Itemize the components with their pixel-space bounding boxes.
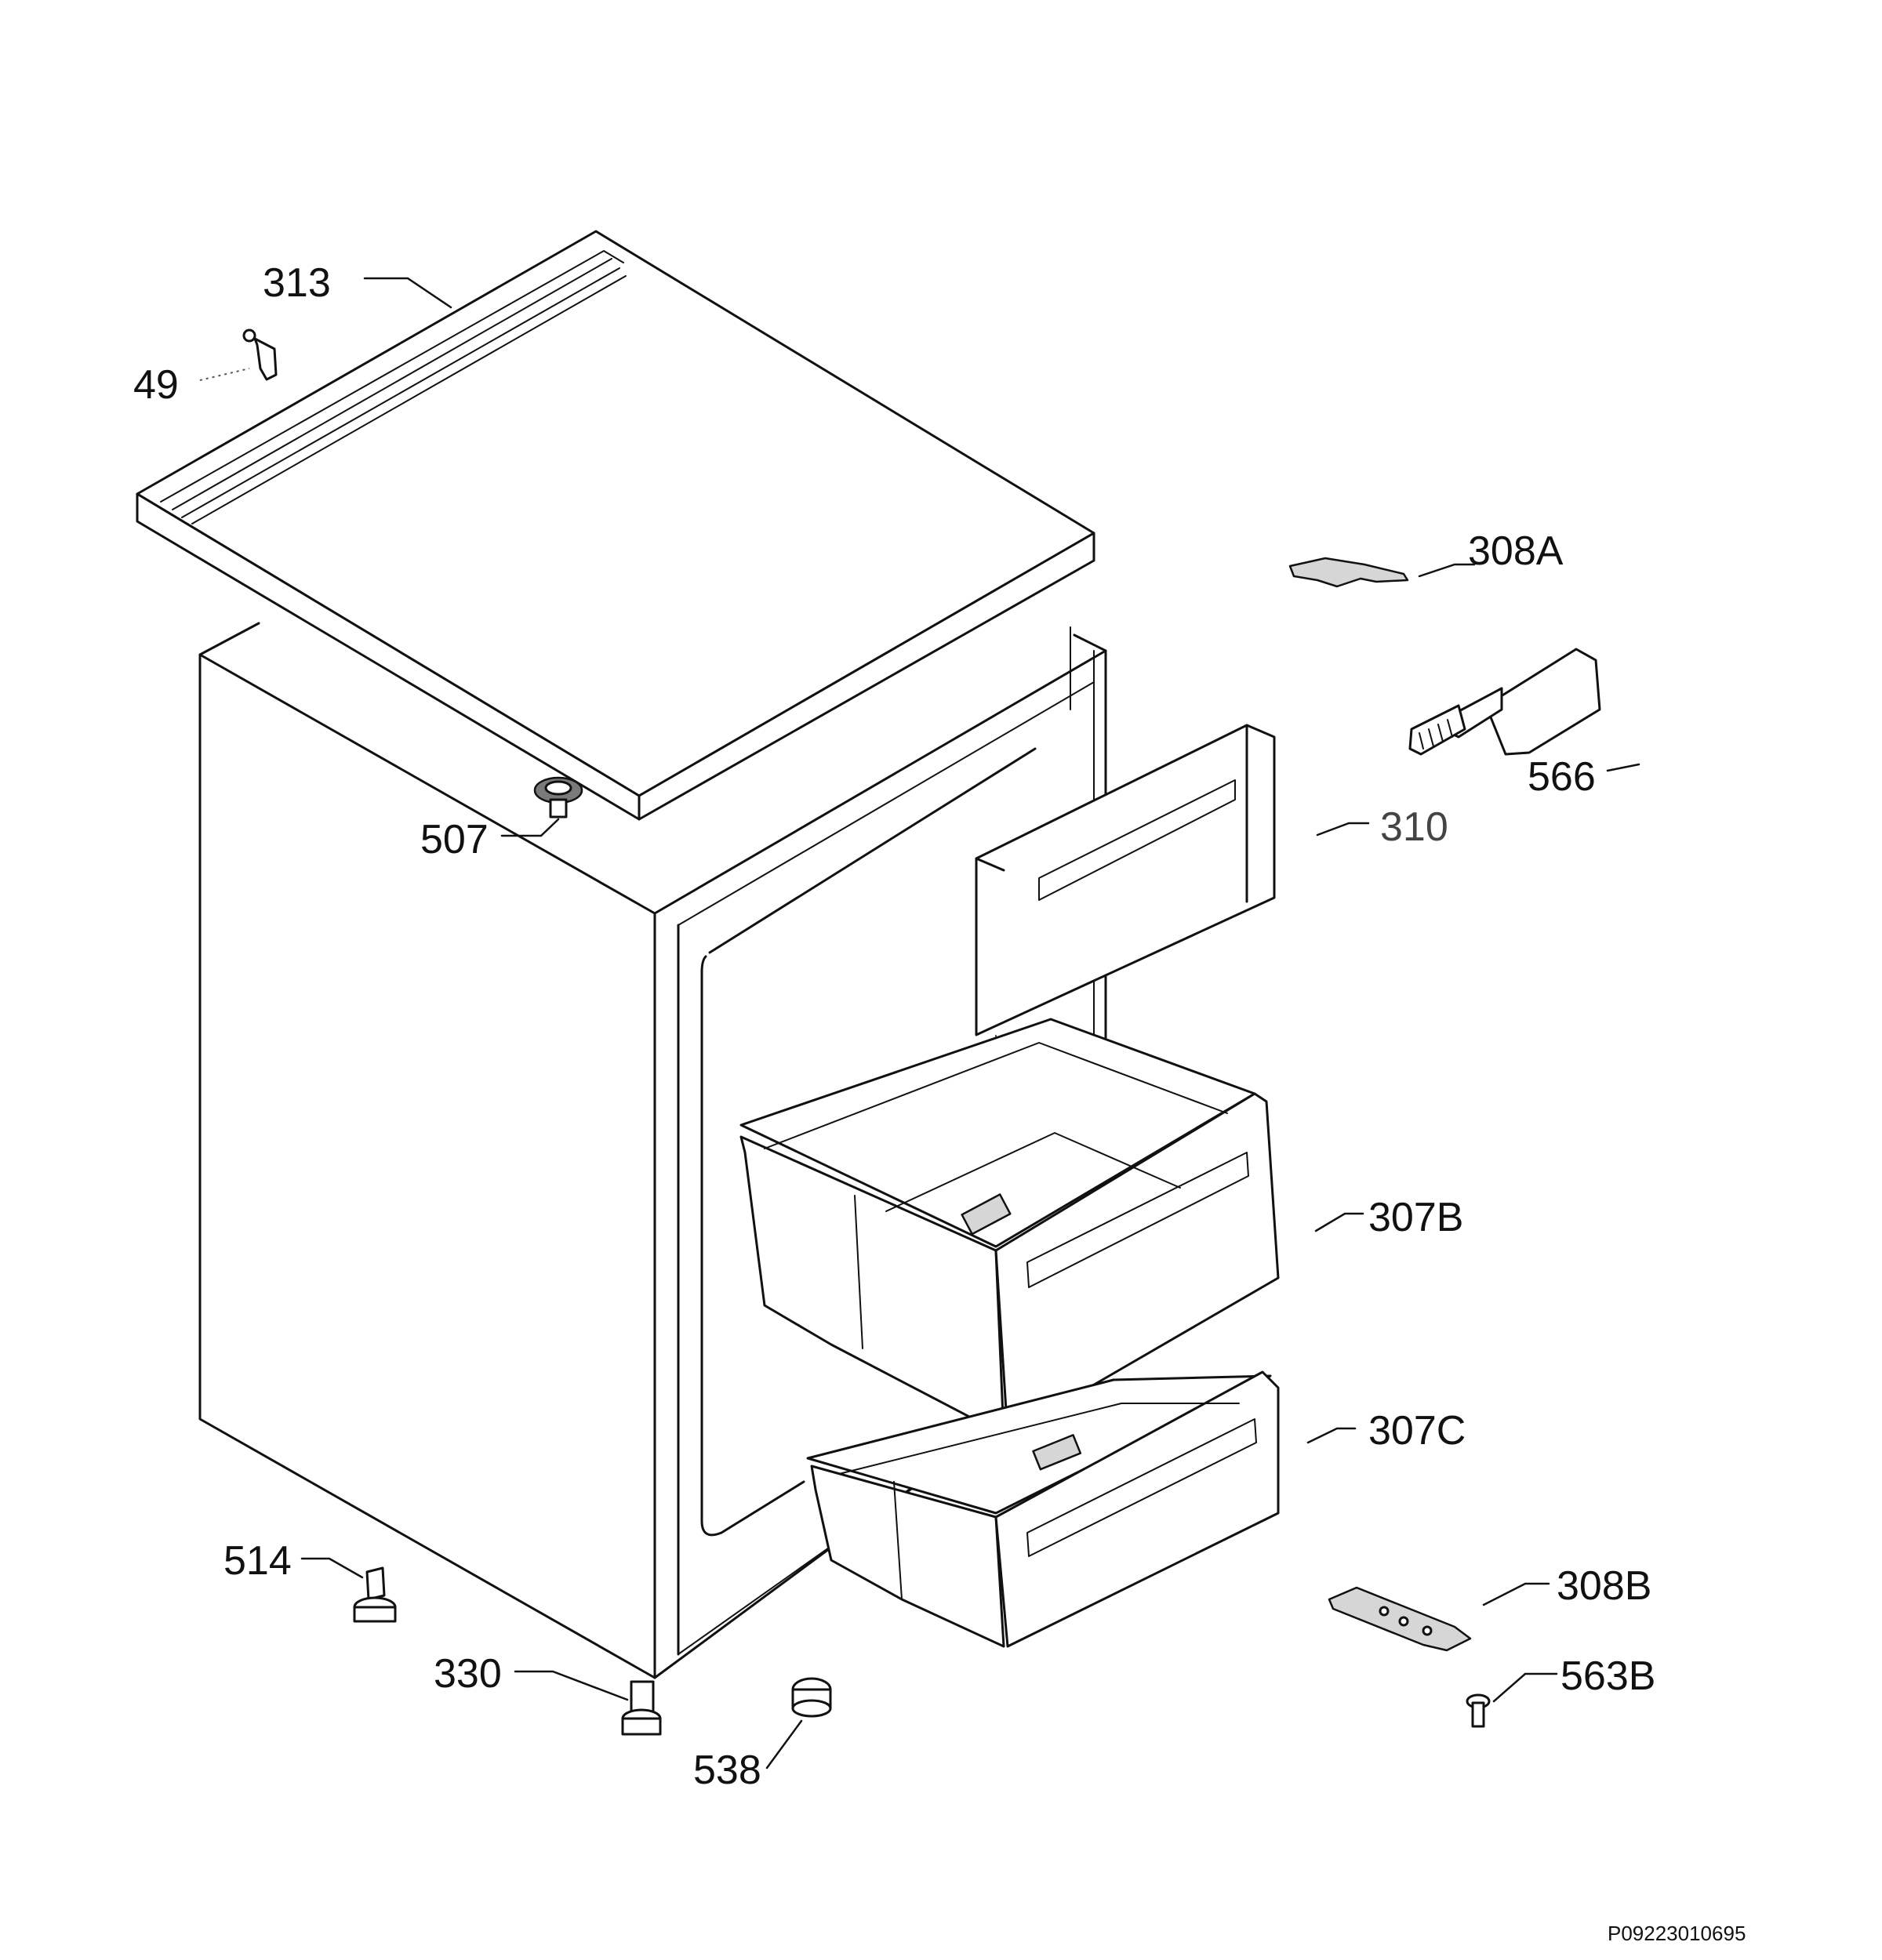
drawing-number: P09223010695 <box>1608 1922 1746 1945</box>
spacer-538 <box>791 1677 832 1718</box>
foot-330 <box>621 1680 662 1736</box>
top-lid <box>136 230 1095 821</box>
label-313: 313 <box>263 260 331 306</box>
hinge-308b <box>1328 1586 1472 1652</box>
label-514: 514 <box>223 1538 292 1584</box>
screw-563b <box>1466 1693 1491 1728</box>
bracket-49 <box>242 328 278 381</box>
label-310: 310 <box>1380 804 1448 850</box>
label-566: 566 <box>1528 754 1596 800</box>
label-307b: 307B <box>1368 1195 1463 1240</box>
label-307c: 307C <box>1368 1408 1466 1454</box>
label-538: 538 <box>693 1748 761 1793</box>
hinge-308a <box>1288 557 1409 588</box>
leader-lines <box>199 277 1640 1769</box>
hinge-pin-507 <box>533 776 583 818</box>
foot-514 <box>353 1566 397 1623</box>
drawer-307b <box>739 1018 1280 1436</box>
handle-566 <box>1408 648 1601 756</box>
label-330: 330 <box>434 1651 502 1697</box>
label-563b: 563B <box>1560 1653 1655 1699</box>
label-308b: 308B <box>1557 1563 1651 1609</box>
label-308a: 308A <box>1468 528 1564 574</box>
drawer-307c <box>806 1370 1280 1648</box>
label-507: 507 <box>420 817 489 862</box>
label-49: 49 <box>133 362 179 408</box>
